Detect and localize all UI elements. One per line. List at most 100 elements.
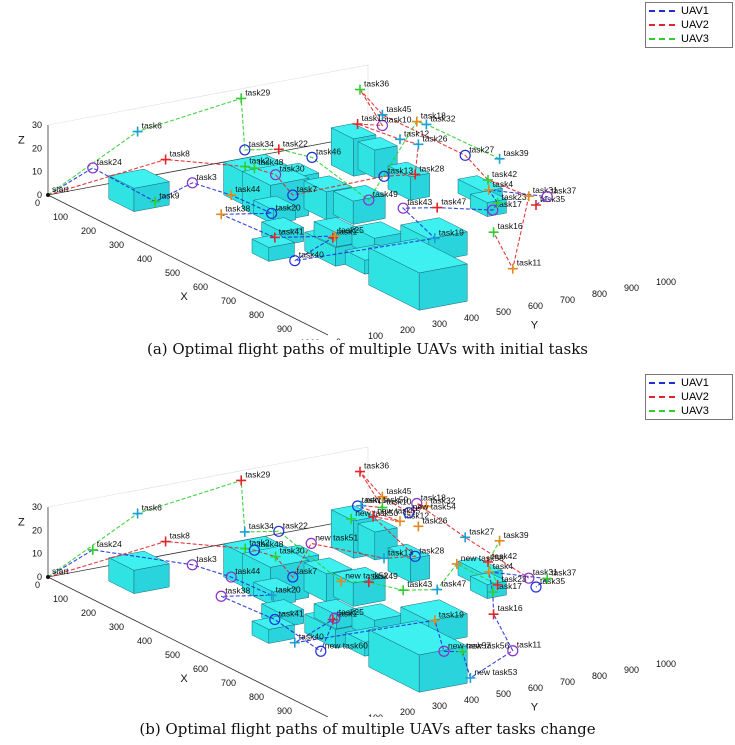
chart-b-ztick-30: 30 <box>32 502 42 512</box>
chart-a-task-task48-label: task48 <box>258 157 283 167</box>
chart-a-task-task7-marker <box>287 189 299 201</box>
chart-a-task-task31-marker <box>523 191 534 202</box>
chart-b-task-task7-label: task7 <box>297 566 318 576</box>
chart-b-ytick-300: 300 <box>432 701 447 711</box>
chart-a-xtick-300: 300 <box>109 240 124 250</box>
chart-b-task-task26-label: task26 <box>422 515 447 525</box>
chart-a-task-task35-label: task35 <box>540 194 565 204</box>
chart-a-obstacle-9-top <box>457 175 504 193</box>
chart-b-task-new-task54-label: new task54 <box>413 502 456 512</box>
chart-b-task-task22-marker <box>273 525 285 537</box>
chart-b-task-task27-label: task27 <box>469 526 494 536</box>
chart-b-task-task2-marker <box>240 543 251 554</box>
chart-a-task-task48-marker <box>249 163 260 174</box>
chart-a-obstacle-16-top <box>368 238 468 274</box>
chart-a-task-task41-label: task41 <box>279 226 304 236</box>
chart-a-task-task15-label: task15 <box>362 113 387 123</box>
chart-b-task-task41-label: task41 <box>279 608 304 618</box>
chart-b-xtick-400: 400 <box>137 636 152 646</box>
chart-b-task-task24-marker <box>87 544 98 555</box>
chart-a-ztick-0: 0 <box>37 190 42 200</box>
chart-b-task-task49-marker <box>363 577 374 588</box>
chart-b-obstacle-14-top <box>400 599 468 622</box>
chart-a-task-task11-marker <box>507 263 518 274</box>
figure-panel-a: 0100200300400500600700800900100001002003… <box>0 0 735 372</box>
chart-b-task-task11-label: task11 <box>517 640 542 650</box>
chart-b-task-new-task59-marker <box>356 500 367 511</box>
chart-b-path-uav1 <box>47 549 549 679</box>
chart-b-ylabel: Y <box>531 702 539 714</box>
chart-a-task-start-marker <box>46 193 50 197</box>
chart-b-xtick-200: 200 <box>81 608 96 618</box>
chart-a-xtick-400: 400 <box>137 254 152 264</box>
chart-a-task-task16-label: task16 <box>498 221 523 231</box>
legend-entry-uav2: UAV2 <box>646 390 732 404</box>
chart-a-obstacle-17-top <box>252 195 297 211</box>
chart-b-task-task42-marker <box>483 556 493 567</box>
chart-a-task-task22-label: task22 <box>283 138 308 148</box>
chart-b-obstacle-17-top <box>252 577 297 593</box>
chart-a-task-task43-marker <box>397 202 409 214</box>
chart-b-task-task12-label: task12 <box>404 510 429 520</box>
chart-a-task-task19-marker <box>429 233 440 244</box>
chart-a-task-task10-label: task10 <box>386 115 411 125</box>
chart-a-task-task45-label: task45 <box>386 104 411 114</box>
legend-line-uav2 <box>649 24 675 26</box>
chart-b-task-task16-label: task16 <box>498 603 523 613</box>
chart-a-task-task16-marker <box>488 227 499 238</box>
chart-b-task-task47-marker <box>432 584 443 595</box>
chart-b-obstacle-19-top <box>251 615 296 630</box>
chart-b-task-task10-marker <box>377 502 388 513</box>
chart-a-task-task46-label: task46 <box>316 146 341 156</box>
chart-a-task-task38-label: task38 <box>225 203 250 213</box>
chart-a-task-task2-marker <box>240 161 251 172</box>
chart-b-task-task31-marker <box>523 572 535 584</box>
chart-b-xtick-500: 500 <box>165 650 180 660</box>
chart-a-task-task40-label: task40 <box>299 250 324 260</box>
chart-b-obstacle-8-top <box>332 567 386 584</box>
chart-b-xtick-0: 0 <box>35 580 40 590</box>
chart-a-ytick-400: 400 <box>464 313 479 323</box>
chart-a-task-task17-marker <box>487 204 499 216</box>
chart-a-task-task49-label: task49 <box>373 189 398 199</box>
chart-b-task-start-marker <box>46 575 50 579</box>
chart-a-task-task1-label: task1 <box>337 227 358 237</box>
chart-b-task-task48-marker <box>248 544 260 556</box>
chart-b-task-task30-marker <box>270 551 281 562</box>
chart-b-task-task8-marker <box>160 536 171 547</box>
chart-a-obstacle-5-top <box>330 123 377 140</box>
chart-a-task-task25-label: task25 <box>339 225 364 235</box>
chart-a-task-task10-marker <box>376 119 388 132</box>
chart-b-task-task4-label: task4 <box>493 561 514 571</box>
chart-a-task-task23-marker <box>492 197 503 208</box>
chart-a-task-task44-marker <box>226 190 237 201</box>
chart-b-task-task39-label: task39 <box>504 530 529 540</box>
chart-a-task-task37-marker <box>541 191 553 203</box>
chart-b-xtick-100: 100 <box>53 594 68 604</box>
chart-a-xtick-100: 100 <box>53 212 68 222</box>
chart-a-task-task6-marker <box>132 126 143 137</box>
chart-b-task-task37-marker <box>542 573 553 584</box>
chart-b-task-task26-marker <box>413 521 424 532</box>
chart-a-task-task38-marker <box>216 209 227 220</box>
chart-a-task-task24-label: task24 <box>97 157 122 167</box>
chart-b-task-new-task55-marker <box>368 511 379 522</box>
chart-a-task-task7-label: task7 <box>297 184 318 194</box>
chart-a-xtick-1000: 1000 <box>300 338 320 340</box>
chart-a-xtick-700: 700 <box>221 296 236 306</box>
chart-b-xlabel: X <box>180 673 188 685</box>
chart-a-task-task37-label: task37 <box>551 186 576 196</box>
chart-b-ztick-20: 20 <box>32 525 42 535</box>
chart-a-task-task2-label: task2 <box>249 156 270 166</box>
chart-b-task-task27-marker <box>460 532 471 543</box>
chart-a-task-task32-label: task32 <box>430 113 455 123</box>
chart-b-task-task41-marker <box>269 613 281 626</box>
chart-a-task-task1-marker <box>327 232 338 243</box>
chart-b-task-task22-label: task22 <box>283 520 308 530</box>
chart-a-task-task29-label: task29 <box>245 87 270 97</box>
chart-a-obstacle-14-top <box>400 217 468 240</box>
chart-b-task-new-task57-marker <box>438 645 450 657</box>
chart-b-task-new-task51-marker <box>305 537 317 549</box>
chart-b-task-task7-marker <box>287 571 299 583</box>
chart-b-task-task43-label: task43 <box>407 579 432 589</box>
